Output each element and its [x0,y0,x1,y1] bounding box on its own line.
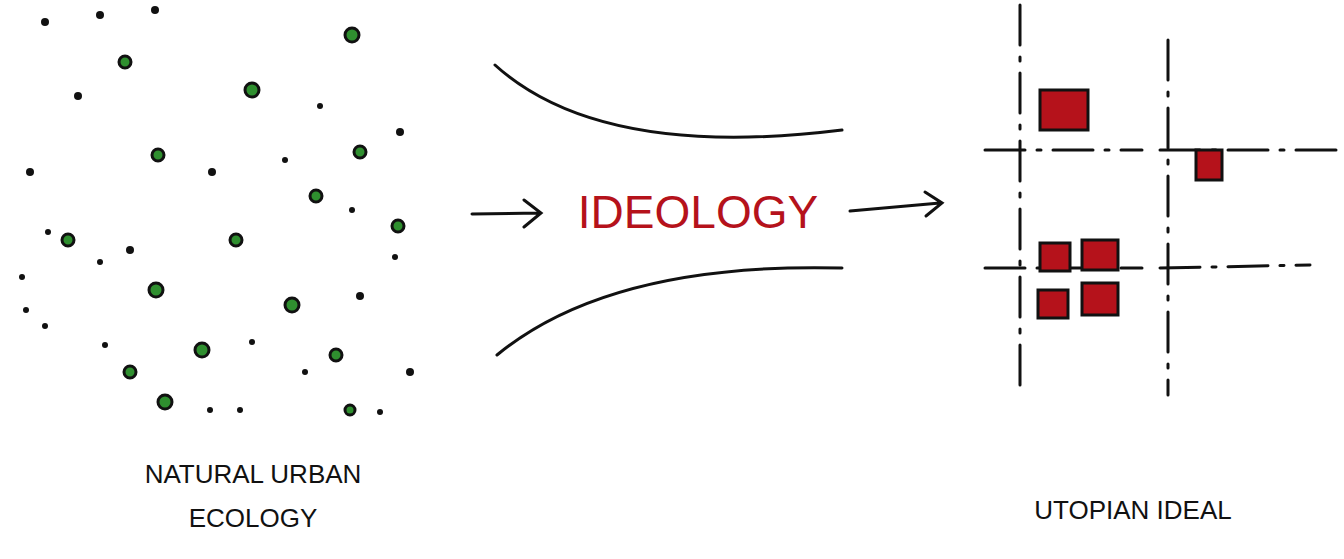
dot [42,323,48,329]
dot [207,407,213,413]
green-blob [392,220,404,232]
dot [377,409,383,415]
center-label: IDEOLOGY [578,184,818,240]
green-blob [62,234,74,246]
street-line [1160,265,1310,268]
dot [23,307,29,313]
green-blob [195,343,209,357]
red-block [1038,290,1068,318]
funnel-curve [497,268,842,355]
dot [96,11,104,19]
dot [97,259,103,265]
funnel [472,65,942,355]
arrow [472,200,541,227]
dot [237,407,243,413]
red-block [1196,150,1222,180]
green-blob [152,149,164,161]
red-block [1082,283,1118,315]
green-blob [124,366,136,378]
dot [282,157,288,163]
dot [26,168,34,176]
dot [102,342,108,348]
urban-ecology-sketch [62,28,404,415]
green-blob [245,83,259,97]
dot [249,339,255,345]
dot [45,229,51,235]
street-line [1019,5,1022,395]
dot [317,103,323,109]
dot [302,369,308,375]
red-block [1040,90,1088,130]
green-blob [149,283,163,297]
green-blob [330,349,342,361]
dot [356,292,364,300]
dot [349,207,355,213]
green-blob [354,146,366,158]
funnel-curve [495,65,842,137]
grid [985,5,1344,395]
green-blob [345,405,355,415]
green-blob [285,298,299,312]
green-blob [345,28,359,42]
blocks [1038,90,1222,318]
dot [126,246,134,254]
urban-ecology-dots [19,6,414,415]
dot [74,92,82,100]
dot [41,18,49,26]
red-block [1082,240,1118,270]
dot [151,6,159,14]
caption-label: NATURAL URBAN ECOLOGY [103,452,403,540]
dot [406,368,414,376]
dot [208,168,216,176]
street-line [1167,40,1170,395]
arrow [850,192,942,216]
green-blob [119,56,131,68]
dot [19,274,25,280]
caption-label: UTOPIAN IDEAL [1034,488,1231,532]
green-blob [230,234,242,246]
dot [392,254,398,260]
green-blob [310,190,322,202]
street-line [1160,149,1344,152]
red-block [1040,243,1070,271]
green-blob [158,395,172,409]
street-line [985,149,1142,152]
dot [396,128,404,136]
